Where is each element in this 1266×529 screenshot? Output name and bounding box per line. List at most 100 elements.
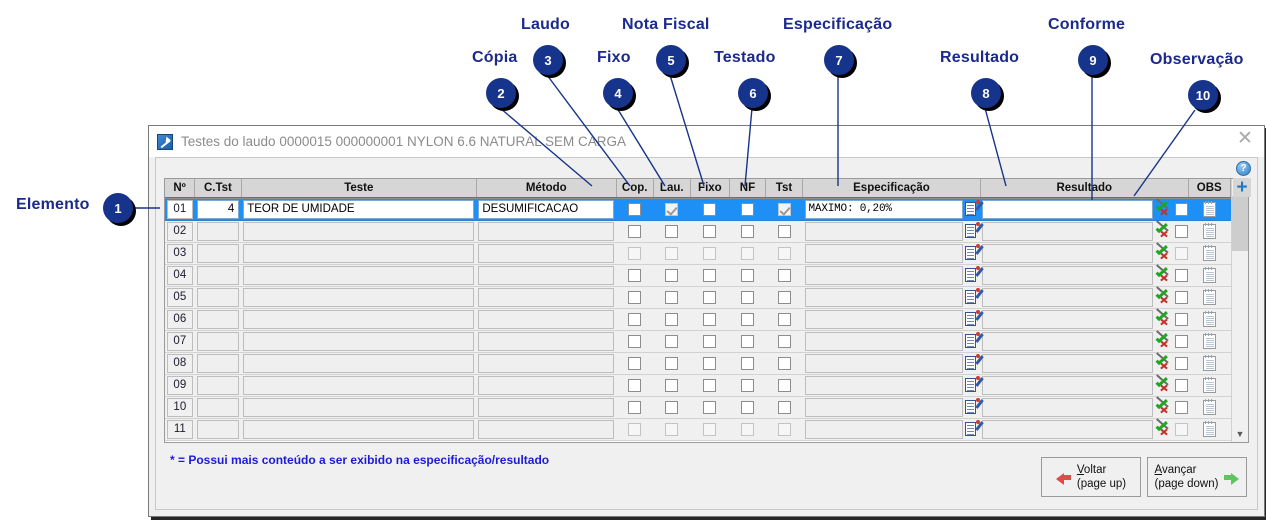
edit-spec-icon[interactable] bbox=[965, 243, 985, 261]
cell-ctst[interactable] bbox=[194, 242, 242, 265]
cell-no[interactable]: 09 bbox=[165, 374, 195, 397]
cell-resultado[interactable] bbox=[980, 264, 1189, 287]
cell-cop[interactable] bbox=[616, 418, 654, 441]
cell-ctst[interactable] bbox=[194, 330, 242, 353]
checkbox[interactable] bbox=[628, 290, 642, 304]
cell-nf[interactable] bbox=[729, 308, 766, 331]
observation-note-icon[interactable] bbox=[1202, 376, 1216, 393]
observation-note-icon[interactable] bbox=[1202, 222, 1216, 239]
table-row[interactable]: 11 bbox=[165, 418, 1231, 441]
checkbox[interactable] bbox=[740, 224, 754, 238]
checkbox[interactable] bbox=[777, 268, 791, 282]
checkbox[interactable] bbox=[665, 356, 679, 370]
checkbox[interactable] bbox=[628, 224, 642, 238]
cell-tst[interactable] bbox=[765, 220, 803, 243]
cell-tst[interactable] bbox=[765, 396, 803, 419]
cell-tst[interactable] bbox=[765, 264, 803, 287]
cell-nf[interactable] bbox=[729, 286, 766, 309]
checkbox[interactable] bbox=[740, 268, 754, 282]
cell-obs[interactable] bbox=[1188, 374, 1231, 397]
annotation-badge-1[interactable]: 1 bbox=[103, 193, 133, 223]
cell-lau[interactable] bbox=[653, 352, 691, 375]
column-header-metodo[interactable]: Método bbox=[476, 179, 617, 199]
checkbox[interactable] bbox=[1175, 400, 1189, 414]
cell-metodo[interactable] bbox=[476, 352, 617, 375]
column-header-espec[interactable]: Especificação bbox=[802, 179, 981, 199]
cell-resultado[interactable] bbox=[980, 396, 1189, 419]
cell-lau[interactable] bbox=[653, 308, 691, 331]
cell-teste[interactable] bbox=[241, 264, 477, 287]
cell-lau[interactable] bbox=[653, 242, 691, 265]
cell-lau[interactable] bbox=[653, 264, 691, 287]
check-cross-icon[interactable] bbox=[1155, 352, 1171, 370]
cell-lau[interactable] bbox=[653, 418, 691, 441]
checkbox[interactable] bbox=[703, 334, 717, 348]
edit-spec-icon[interactable] bbox=[965, 419, 985, 437]
checkbox[interactable] bbox=[628, 422, 642, 436]
add-row-button[interactable]: + bbox=[1233, 178, 1251, 197]
check-cross-icon[interactable] bbox=[1155, 198, 1171, 216]
cell-fixo[interactable] bbox=[690, 308, 730, 331]
cell-metodo[interactable] bbox=[476, 286, 617, 309]
checkbox[interactable] bbox=[740, 312, 754, 326]
observation-note-icon[interactable] bbox=[1202, 332, 1216, 349]
check-cross-icon[interactable] bbox=[1155, 396, 1171, 414]
column-header-ctst[interactable]: C.Tst bbox=[194, 179, 242, 199]
cell-cop[interactable] bbox=[616, 308, 654, 331]
cell-nf[interactable] bbox=[729, 418, 766, 441]
checkbox[interactable] bbox=[1175, 246, 1189, 260]
table-row[interactable]: 02 bbox=[165, 220, 1231, 243]
cell-tst[interactable] bbox=[765, 242, 803, 265]
cell-fixo[interactable] bbox=[690, 242, 730, 265]
cell-metodo[interactable] bbox=[476, 396, 617, 419]
cell-cop[interactable] bbox=[616, 242, 654, 265]
checkbox[interactable] bbox=[1175, 224, 1189, 238]
annotation-badge-4[interactable]: 4 bbox=[603, 78, 633, 108]
cell-lau[interactable] bbox=[653, 396, 691, 419]
cell-tst[interactable] bbox=[765, 308, 803, 331]
checkbox[interactable] bbox=[1175, 290, 1189, 304]
cell-resultado[interactable] bbox=[980, 330, 1189, 353]
cell-metodo[interactable] bbox=[476, 264, 617, 287]
cell-especificacao[interactable] bbox=[802, 418, 985, 441]
check-cross-icon[interactable] bbox=[1155, 264, 1171, 282]
cell-obs[interactable] bbox=[1188, 352, 1231, 375]
annotation-badge-3[interactable]: 3 bbox=[533, 45, 563, 75]
cell-metodo[interactable] bbox=[476, 374, 617, 397]
cell-obs[interactable] bbox=[1188, 418, 1231, 441]
column-header-teste[interactable]: Teste bbox=[241, 179, 477, 199]
cell-teste[interactable] bbox=[241, 418, 477, 441]
edit-spec-icon[interactable] bbox=[965, 287, 985, 305]
cell-fixo[interactable] bbox=[690, 396, 730, 419]
checkbox[interactable] bbox=[777, 224, 791, 238]
cell-tst[interactable] bbox=[765, 374, 803, 397]
checkbox[interactable] bbox=[628, 246, 642, 260]
checkbox[interactable] bbox=[703, 202, 717, 216]
cell-nf[interactable] bbox=[729, 396, 766, 419]
checkbox[interactable] bbox=[740, 334, 754, 348]
edit-spec-icon[interactable] bbox=[965, 331, 985, 349]
cell-metodo[interactable] bbox=[476, 418, 617, 441]
cell-teste[interactable] bbox=[241, 242, 477, 265]
checkbox[interactable] bbox=[628, 378, 642, 392]
checkbox[interactable] bbox=[703, 224, 717, 238]
checkbox[interactable] bbox=[703, 422, 717, 436]
cell-no[interactable]: 02 bbox=[165, 220, 195, 243]
cell-nf[interactable] bbox=[729, 264, 766, 287]
checkbox[interactable] bbox=[777, 400, 791, 414]
scroll-track[interactable] bbox=[1232, 196, 1248, 425]
check-cross-icon[interactable] bbox=[1155, 418, 1171, 436]
cell-especificacao[interactable] bbox=[802, 330, 985, 353]
cell-especificacao[interactable] bbox=[802, 352, 985, 375]
cell-teste[interactable] bbox=[241, 220, 477, 243]
vertical-scrollbar[interactable]: ▲ ▼ bbox=[1231, 179, 1248, 442]
cell-cop[interactable] bbox=[616, 264, 654, 287]
checkbox[interactable] bbox=[1175, 202, 1189, 216]
cell-teste[interactable] bbox=[241, 330, 477, 353]
cell-no[interactable]: 01 bbox=[165, 198, 195, 221]
cell-nf[interactable] bbox=[729, 374, 766, 397]
observation-note-icon[interactable] bbox=[1202, 244, 1216, 261]
cell-cop[interactable] bbox=[616, 374, 654, 397]
cell-obs[interactable] bbox=[1188, 264, 1231, 287]
table-row[interactable]: 07 bbox=[165, 330, 1231, 353]
